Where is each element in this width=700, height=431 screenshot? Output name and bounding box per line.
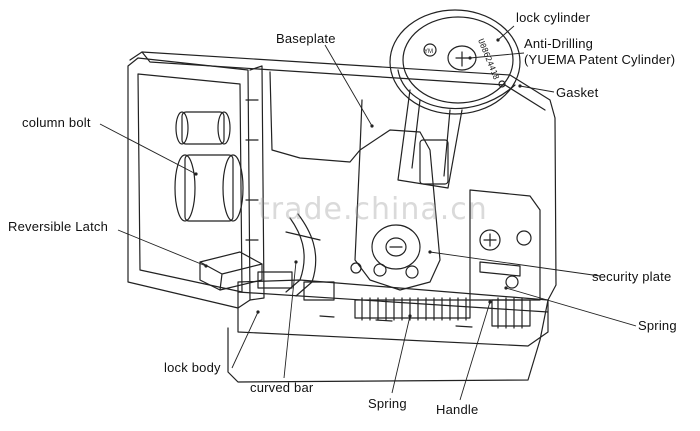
- spring-coil: [354, 297, 531, 329]
- label-column-bolt: column bolt: [22, 115, 91, 130]
- label-anti-drilling-2: (YUEMA Patent Cylinder): [524, 52, 676, 67]
- label-reversible-latch: Reversible Latch: [8, 219, 109, 234]
- reversible-latch: [199, 251, 263, 291]
- leader-baseplate: [324, 44, 373, 127]
- label-security-plate: security plate: [592, 269, 672, 284]
- leader-handle: [459, 301, 491, 401]
- label-handle: Handle: [436, 402, 479, 417]
- label-lock-cylinder: lock cylinder: [516, 10, 591, 25]
- label-anti-drilling-1: Anti-Drilling: [524, 36, 594, 51]
- label-curved-bar: curved bar: [250, 380, 314, 395]
- label-spring-right: Spring: [638, 318, 677, 333]
- column-bolts: [174, 111, 244, 222]
- leader-reversible-latch: [117, 229, 207, 267]
- cylinder-serial: U08624418: [476, 37, 501, 81]
- leader-security-plate: [429, 251, 601, 277]
- leader-spring-bottom: [391, 315, 411, 394]
- lock-body: [237, 271, 549, 347]
- leader-spring-right: [505, 287, 637, 327]
- leader-lock-cylinder: [497, 25, 515, 41]
- leader-anti-drilling: [469, 52, 525, 59]
- leader-gasket: [519, 85, 555, 93]
- leader-curved-bar: [283, 261, 297, 379]
- security-plate: [469, 189, 541, 301]
- leader-lock-body: [231, 311, 259, 369]
- label-lock-body: lock body: [164, 360, 221, 375]
- watermark-text: trade.china.cn: [258, 192, 488, 227]
- label-spring-bottom: Spring: [368, 396, 407, 411]
- side-cover-left: [127, 57, 265, 309]
- lock-housing: [129, 51, 557, 383]
- label-baseplate: Baseplate: [276, 31, 336, 46]
- baseplate: [350, 129, 441, 291]
- label-gasket: Gasket: [556, 85, 599, 100]
- cylinder-mark: YM: [424, 49, 433, 55]
- lock-cylinder: [389, 9, 521, 189]
- leader-column-bolt: [99, 123, 197, 175]
